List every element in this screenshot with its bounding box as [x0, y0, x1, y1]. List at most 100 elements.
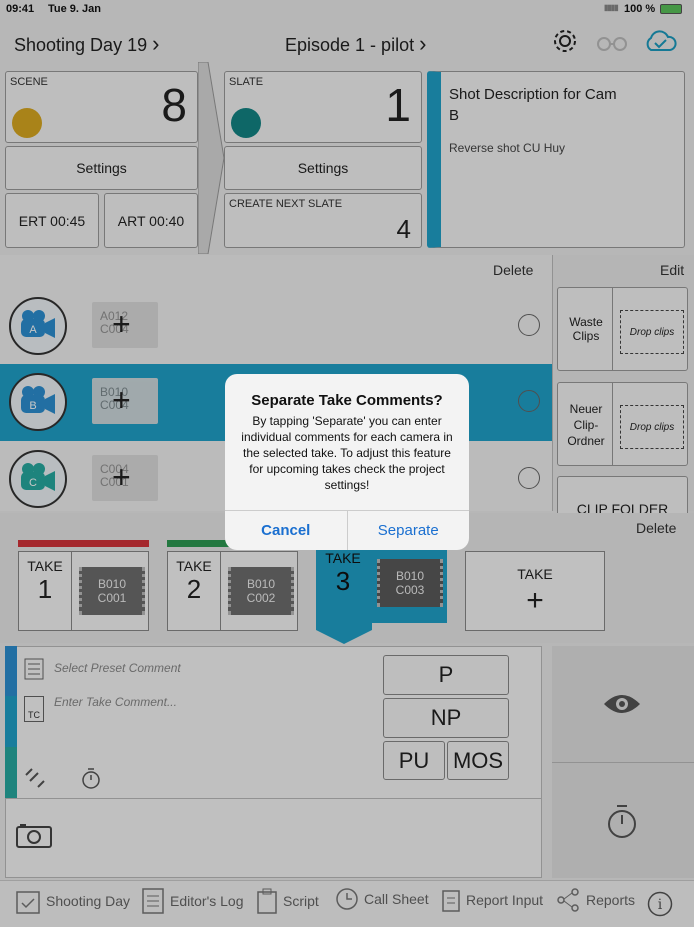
separate-button[interactable]: Separate: [346, 511, 470, 550]
take-number: 1: [37, 574, 53, 604]
camera-delete-button[interactable]: Delete: [493, 262, 534, 278]
scene-box[interactable]: SCENE 8: [5, 71, 198, 143]
mos-button[interactable]: MOS: [447, 741, 509, 780]
drop-clips-zone[interactable]: Drop clips: [620, 310, 684, 354]
bottom-nav: [0, 880, 694, 927]
shot-description-panel[interactable]: Shot Description for Cam B Reverse shot …: [427, 71, 685, 248]
take-pointer: [316, 622, 372, 644]
takes-delete-button[interactable]: Delete: [636, 520, 677, 536]
camera-photo-icon[interactable]: [16, 822, 52, 848]
list-icon: [24, 658, 44, 680]
p-label: P: [438, 662, 454, 687]
status-bar: 09:41 Tue 9. Jan ▮▮▮▮ 100 %: [0, 0, 694, 18]
episode-link[interactable]: Episode 1 - pilot ›: [285, 31, 426, 57]
broken-link-icon[interactable]: [22, 765, 48, 791]
camera-b-icon[interactable]: B: [9, 373, 67, 431]
camera-c-stripe: [5, 747, 17, 798]
new-take-button[interactable]: TAKE +: [465, 551, 605, 631]
clip-top: C004: [100, 462, 129, 476]
stopwatch-icon[interactable]: [80, 766, 102, 790]
np-label: NP: [430, 705, 462, 730]
clip-top: A012: [100, 309, 129, 323]
drop-clips-zone[interactable]: Drop clips: [620, 405, 684, 449]
create-next-slate-label: CREATE NEXT SLATE: [229, 198, 343, 210]
ert-label: ERT 00:45: [18, 212, 86, 229]
battery-text: 100 %: [624, 3, 656, 15]
info-icon[interactable]: i: [647, 891, 673, 917]
edit-pencil-icon[interactable]: [518, 314, 540, 336]
stopwatch-icon[interactable]: [607, 803, 637, 839]
nav-report-input[interactable]: Report Input: [442, 888, 543, 912]
p-button[interactable]: P: [383, 655, 509, 695]
nav-editors-log[interactable]: Editor's Log: [142, 888, 244, 914]
slate-settings-button[interactable]: Settings: [224, 146, 422, 190]
take-1-card[interactable]: TAKE 1 B010 C001: [18, 551, 149, 631]
art-button[interactable]: ART 00:40: [104, 193, 198, 248]
nav-shooting-day[interactable]: Shooting Day: [16, 888, 130, 914]
take-3-card-selected[interactable]: TAKE 3 B010 C003: [316, 543, 447, 623]
take-comment-input[interactable]: Enter Take Comment...: [54, 695, 177, 709]
divider: [612, 288, 613, 370]
nav-reports[interactable]: Reports: [556, 888, 635, 912]
nav-call-sheet[interactable]: Call Sheet: [336, 888, 429, 910]
chevron-right-icon: ›: [152, 31, 160, 56]
np-button[interactable]: NP: [383, 698, 509, 738]
add-clip-icon[interactable]: +: [112, 459, 131, 495]
nav-label: Reports: [586, 892, 636, 908]
pu-button[interactable]: PU: [383, 741, 445, 780]
next-slate-number: 4: [396, 214, 411, 244]
clock-icon: [336, 888, 358, 910]
mos-label: MOS: [452, 747, 504, 773]
cancel-button[interactable]: Cancel: [261, 522, 311, 539]
add-clip-icon[interactable]: +: [112, 382, 131, 418]
edit-pencil-icon[interactable]: [518, 390, 540, 412]
cloud-check-icon[interactable]: [643, 30, 677, 52]
camera-a-icon[interactable]: A: [9, 297, 67, 355]
nav-script[interactable]: Script: [257, 888, 319, 914]
camera-a-letter: A: [29, 324, 37, 336]
separate-comments-dialog: Separate Take Comments? By tapping 'Sepa…: [225, 374, 469, 550]
slate-settings-label: Settings: [297, 160, 349, 176]
clip-edit-button[interactable]: Edit: [660, 262, 685, 278]
take-clip: B010 C001: [79, 567, 145, 615]
plus-icon: +: [526, 584, 544, 617]
scene-settings-button[interactable]: Settings: [5, 146, 198, 190]
nav-label: Report Input: [466, 892, 544, 908]
take-1-status-bar: [18, 540, 149, 547]
glasses-icon[interactable]: [596, 32, 628, 52]
eye-icon[interactable]: [602, 690, 642, 718]
timecode-icon[interactable]: TC: [24, 696, 44, 722]
script-icon: [257, 888, 277, 914]
svg-text:i: i: [658, 897, 663, 913]
waste-clips-box[interactable]: Waste Clips Drop clips: [557, 287, 688, 371]
create-next-slate-button[interactable]: CREATE NEXT SLATE 4: [224, 193, 422, 248]
camera-c-icon[interactable]: C: [9, 450, 67, 508]
timecode-label: TC: [28, 710, 40, 720]
waste-clips-label: Waste Clips: [569, 315, 603, 343]
dialog-body: By tapping 'Separate' you can enter indi…: [241, 414, 453, 492]
clipboard-icon: [442, 890, 460, 912]
take-label: TAKE: [176, 558, 212, 574]
take-number: 3: [335, 566, 351, 596]
camera-c-letter: C: [29, 477, 37, 489]
ert-button[interactable]: ERT 00:45: [5, 193, 99, 248]
take-2-card[interactable]: TAKE 2 B010 C002: [167, 551, 298, 631]
nav-label: Shooting Day: [46, 893, 131, 909]
nav-label: Script: [283, 893, 319, 909]
nav-label: Editor's Log: [170, 893, 244, 909]
neuer-clip-ordner-box[interactable]: Neuer Clip-Ordner Drop clips: [557, 382, 688, 466]
slate-box[interactable]: SLATE 1: [224, 71, 422, 143]
slate-color-dot: [231, 108, 261, 138]
chevron-right-icon: ›: [419, 31, 427, 56]
add-clip-icon[interactable]: +: [112, 306, 131, 342]
edit-pencil-icon[interactable]: [518, 467, 540, 489]
shot-title: Shot Description for Cam B: [449, 86, 617, 124]
scene-number: 8: [161, 79, 187, 131]
camera-a-stripe: [5, 646, 17, 696]
gear-icon[interactable]: [552, 28, 578, 54]
shooting-day-link[interactable]: Shooting Day 19 ›: [14, 31, 159, 57]
preset-comment-input[interactable]: Select Preset Comment: [54, 661, 181, 675]
